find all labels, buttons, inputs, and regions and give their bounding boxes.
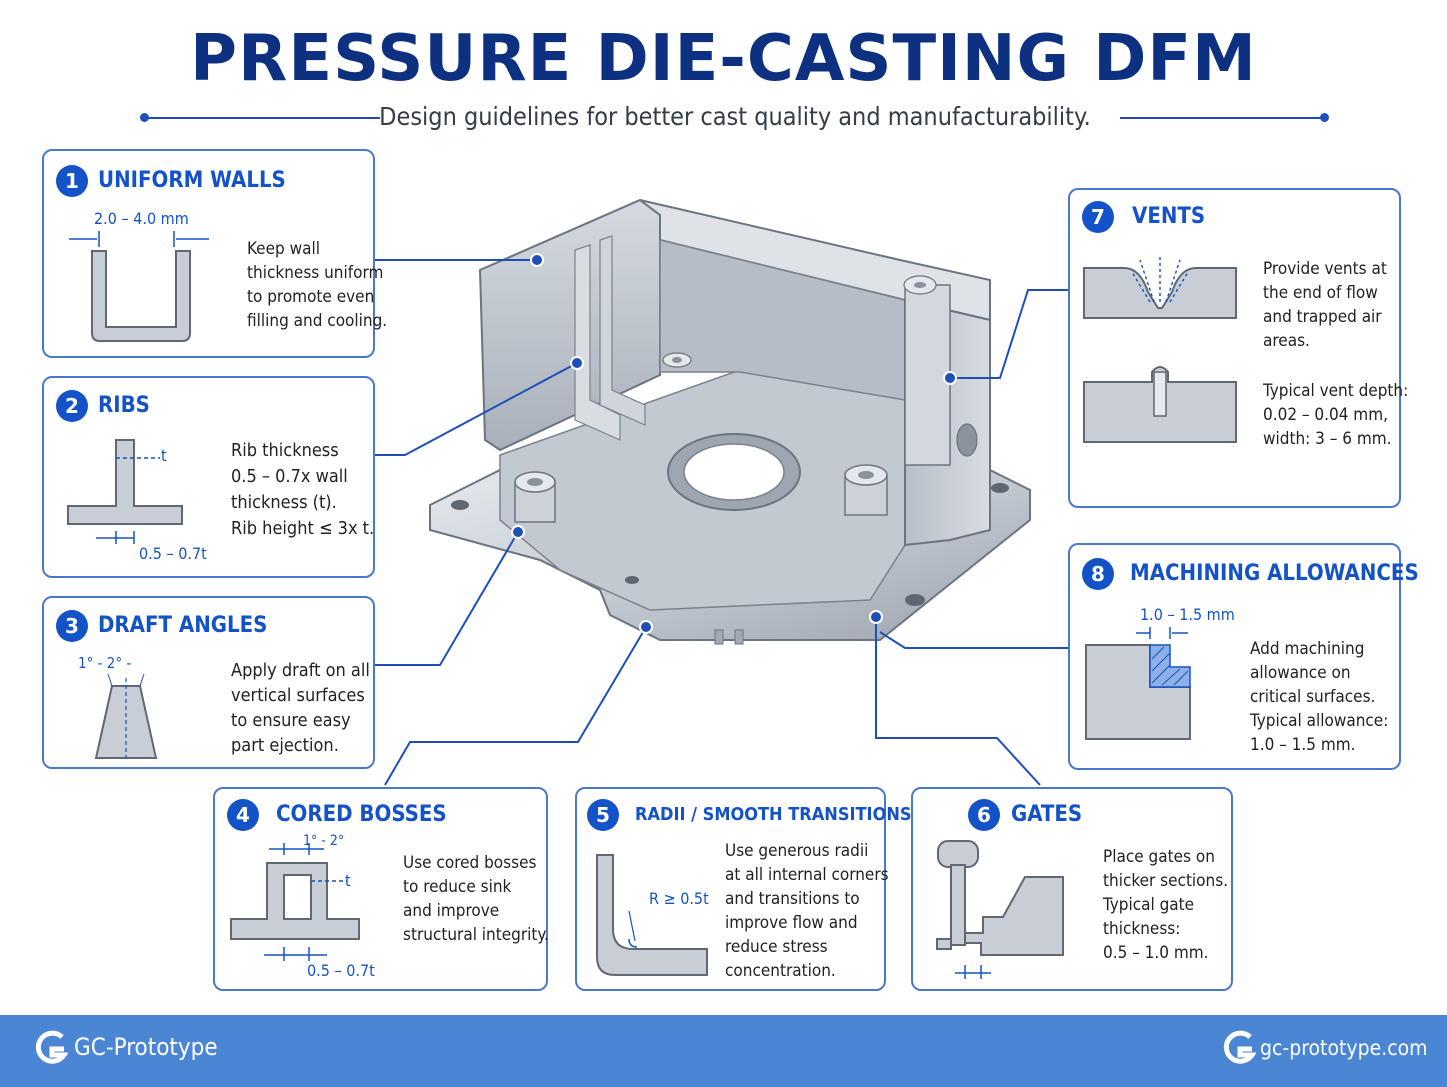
- card-number-badge: 7: [1082, 201, 1114, 233]
- card-title: UNIFORM WALLS: [98, 168, 286, 193]
- boss-t-label: t: [345, 871, 351, 890]
- footer-bar: GC-Prototype gc-prototype.com: [0, 1015, 1447, 1087]
- machining-allowance-diagram: [1085, 627, 1191, 740]
- subtitle-right-line: [1120, 117, 1325, 119]
- page-subtitle: Design guidelines for better cast qualit…: [379, 102, 1091, 131]
- card-number-badge: 4: [227, 799, 259, 831]
- gc-logo-icon: [35, 1030, 68, 1064]
- card-radii: 5 RADII / SMOOTH TRANSITIONS R ≥ 0.5t Us…: [575, 787, 912, 991]
- leader-lines: [375, 259, 1068, 786]
- wall-thickness-dimension: 2.0 – 4.0 mm: [94, 209, 189, 228]
- footer-website-link[interactable]: gc-prototype.com: [1260, 1036, 1428, 1060]
- card-title: DRAFT ANGLES: [98, 613, 268, 638]
- boss-thickness-dimension: 0.5 – 0.7t: [307, 961, 375, 980]
- card-title: RIBS: [98, 393, 150, 418]
- card-number-badge: 5: [587, 799, 619, 831]
- gc-logo-small-icon: [1223, 1030, 1256, 1064]
- leader-dots: [511, 253, 957, 634]
- page-title: PRESSURE DIE-CASTING DFM: [190, 22, 1257, 96]
- rib-thickness-dimension: 0.5 – 0.7t: [139, 544, 207, 563]
- subtitle-left-line: [145, 117, 380, 119]
- card-draft-angles: 3 DRAFT ANGLES 1° - 2° - Apply draft on …: [42, 596, 375, 769]
- machining-allowance-dimension: 1.0 – 1.5 mm: [1140, 605, 1235, 624]
- card-machining-allowances: 8 MACHINING ALLOWANCES 1.0 – 1.5 mm Add …: [1068, 543, 1419, 770]
- card-cored-bosses: 4 CORED BOSSES 1° - 2° t 0.5 – 0.7t Use …: [213, 787, 549, 991]
- card-description-vent-size: Typical vent depth:0.02 – 0.04 mm, width…: [1263, 381, 1409, 449]
- card-number-badge: 2: [56, 390, 88, 422]
- radius-dimension: R ≥ 0.5t: [649, 889, 709, 908]
- card-title: MACHINING ALLOWANCES: [1130, 561, 1419, 586]
- card-title: GATES: [1011, 802, 1083, 827]
- housing-part: [429, 198, 1031, 645]
- cored-boss-diagram: [230, 843, 360, 961]
- footer-brand: GC-Prototype: [74, 1033, 218, 1061]
- rib-diagram: [67, 439, 183, 544]
- subtitle-left-dot: [140, 113, 149, 122]
- card-title: VENTS: [1132, 204, 1206, 229]
- draft-angle-dimension: 1° - 2° -: [78, 654, 132, 672]
- radius-corner-diagram: [596, 854, 708, 976]
- subtitle-row: Design guidelines for better cast qualit…: [140, 100, 1330, 140]
- card-title: RADII / SMOOTH TRANSITIONS: [635, 804, 912, 825]
- card-title: CORED BOSSES: [276, 802, 447, 827]
- gate-diagram: [936, 840, 1064, 979]
- card-number-badge: 6: [968, 799, 1000, 831]
- rib-t-label: t: [161, 446, 167, 465]
- subtitle-right-dot: [1320, 113, 1329, 122]
- card-number-badge: 8: [1082, 558, 1114, 590]
- card-number-badge: 1: [56, 165, 88, 197]
- u-wall-diagram: [69, 231, 209, 342]
- draft-taper-diagram: [94, 673, 158, 760]
- vent-diagrams: [1083, 254, 1237, 443]
- card-number-badge: 3: [56, 610, 88, 642]
- boss-draft-dimension: 1° - 2°: [303, 833, 345, 849]
